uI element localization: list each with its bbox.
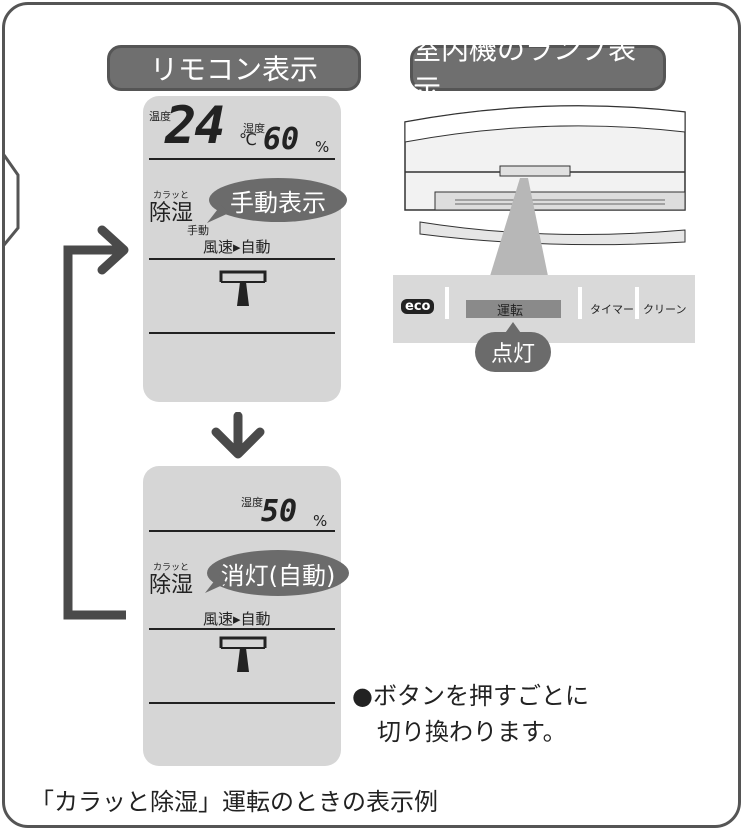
remote-lcd-panel-1: 温度 24 ℃ 湿度 60 % カラッと 除湿 手動 風速▸自動 [143, 96, 341, 402]
lcd-divider [149, 158, 335, 160]
temp-label: 温度 [149, 110, 171, 123]
run-lamp-label: 運転 [497, 304, 524, 319]
note-line-2: 切り換わります。 [377, 718, 567, 746]
airflow-icon [219, 636, 267, 672]
air-conditioner-illustration [404, 105, 686, 246]
auto-off-bubble: 消灯(自動) [207, 550, 349, 596]
humidity-value: 50 [261, 494, 298, 529]
mode-sub: 手動 [187, 224, 209, 237]
lcd-divider [149, 258, 335, 260]
lamp-divider [445, 287, 449, 319]
remote-display-header: リモコン表示 [107, 45, 361, 91]
loop-back-arrow [63, 225, 129, 620]
mode-label: 除湿 [149, 201, 194, 226]
humidity-label: 湿度 [241, 496, 263, 509]
mode-ruby: カラッと [153, 563, 190, 573]
bubble-tail [503, 322, 523, 336]
down-arrow [211, 412, 265, 459]
caption: 「カラッと除湿」運転のときの表示例 [30, 788, 438, 816]
lcd-divider [149, 628, 335, 630]
lamp-divider [578, 287, 582, 319]
mode-ruby: カラッと [153, 191, 190, 201]
bubble-tail [207, 205, 229, 223]
indoor-lamp-strip: eco 運転 タイマー クリーン [393, 275, 695, 343]
lamp-callout [490, 178, 548, 276]
lcd-divider [149, 332, 335, 334]
temp-unit: ℃ [239, 130, 257, 149]
fan-speed: 風速▸自動 [203, 610, 271, 628]
lamp-divider [635, 287, 639, 319]
run-lamp-lit [466, 300, 561, 318]
lcd-divider [149, 530, 335, 532]
clean-lamp-label: クリーン [643, 303, 687, 316]
humidity-unit: % [315, 138, 330, 156]
lcd-divider [149, 702, 335, 704]
timer-lamp-label: タイマー [590, 303, 634, 316]
remote-lcd-panel-2: 湿度 50 % カラッと 除湿 風速▸自動 [143, 466, 341, 766]
indoor-lamp-header: 室内機のランプ表示 [410, 33, 666, 106]
fan-speed: 風速▸自動 [203, 238, 271, 256]
eco-lamp-label: eco [401, 299, 435, 314]
lit-bubble: 点灯 [475, 332, 551, 372]
bubble-tail [205, 575, 227, 593]
humidity-value: 60 [263, 122, 300, 157]
frame-notch [2, 154, 20, 246]
humidity-label: 湿度 [243, 122, 265, 135]
manual-display-bubble: 手動表示 [209, 178, 347, 222]
airflow-icon [219, 270, 267, 306]
mode-label: 除湿 [149, 573, 194, 598]
note-line-1: ●ボタンを押すごとに [352, 682, 589, 710]
temp-value: 24 [165, 96, 226, 156]
humidity-unit: % [313, 512, 328, 530]
